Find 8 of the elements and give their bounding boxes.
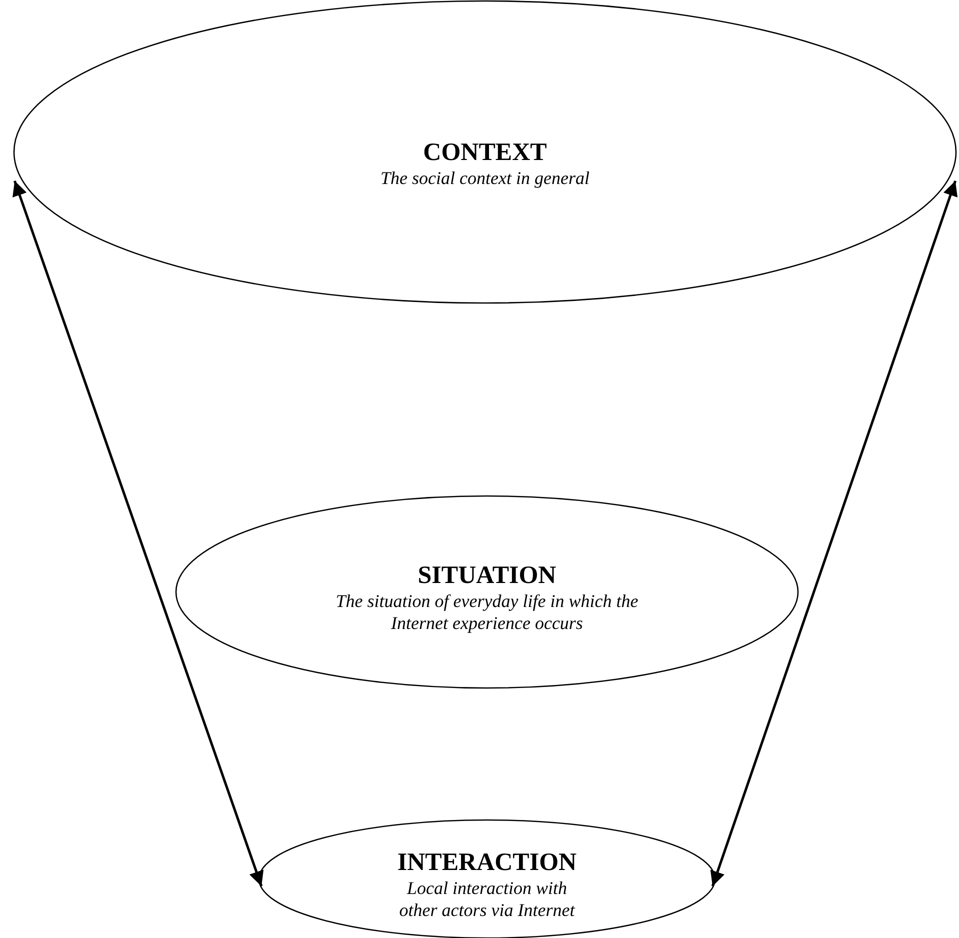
node-description: Local interaction with other actors via Internet: [398, 876, 576, 922]
node-title: CONTEXT: [423, 138, 547, 167]
node-description: The situation of everyday life in which the Internet experience occurs: [334, 590, 640, 634]
double-arrow: [710, 180, 958, 887]
node-description: The social context in general: [380, 166, 590, 190]
node-title: INTERACTION: [397, 848, 577, 876]
double-arrow: [12, 180, 264, 887]
node-title: SITUATION: [418, 562, 556, 590]
